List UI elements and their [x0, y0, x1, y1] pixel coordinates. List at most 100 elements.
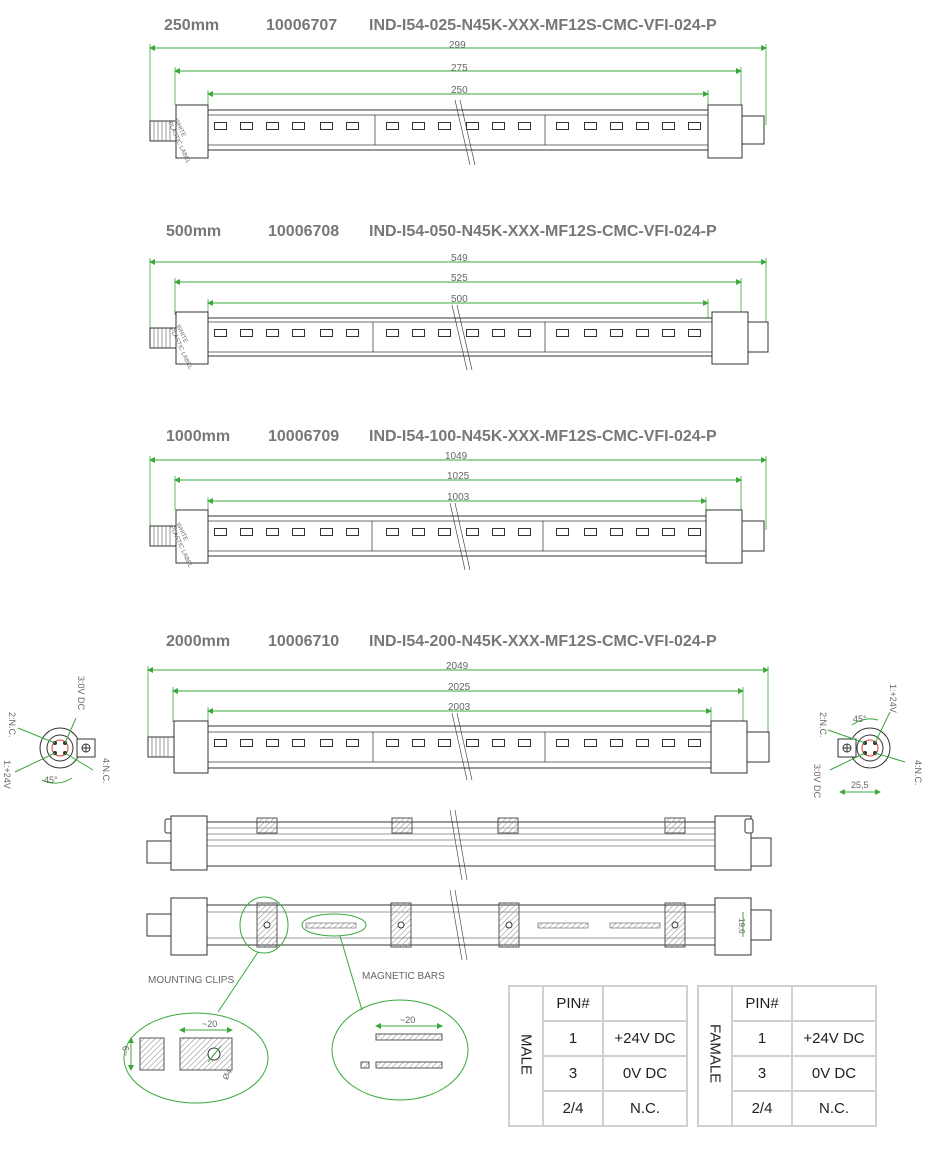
led-segment	[438, 122, 451, 130]
led-segment	[636, 528, 649, 536]
bar-variant-2000	[147, 666, 770, 781]
led-segment	[636, 122, 649, 130]
title-500-part: IND-I54-050-N45K-XXX-MF12S-CMC-VFI-024-P	[369, 223, 717, 240]
led-segment	[438, 528, 451, 536]
led-segment	[346, 329, 359, 337]
led-segment	[412, 329, 425, 337]
led-segment	[412, 528, 425, 536]
led-segment	[662, 739, 675, 747]
left-pin1-label: 1:+24V	[2, 760, 12, 789]
female-header: PIN#	[731, 985, 793, 1022]
led-segment	[518, 528, 531, 536]
led-segment	[214, 329, 227, 337]
male-pin: 1	[542, 1020, 604, 1057]
led-segment	[662, 329, 675, 337]
led-segment	[466, 329, 479, 337]
magnetic-bars-title: MAGNETIC BARS	[362, 971, 445, 982]
female-value: N.C.	[791, 1090, 877, 1127]
dim-1000-body: 1025	[447, 471, 470, 482]
male-pin: 2/4	[542, 1090, 604, 1127]
led-segment	[240, 122, 253, 130]
bar-side-view	[146, 809, 772, 881]
dim-500-led: 500	[451, 294, 468, 305]
led-segment	[466, 739, 479, 747]
title-500-code: 10006708	[268, 223, 340, 240]
led-segment	[346, 739, 359, 747]
title-1000-code: 10006709	[268, 428, 340, 445]
led-segment	[240, 739, 253, 747]
led-segment	[556, 122, 569, 130]
led-segment	[240, 329, 253, 337]
led-segment	[518, 329, 531, 337]
right-connector-view	[827, 711, 906, 795]
title-250-code: 10006707	[266, 17, 338, 34]
led-segment	[584, 528, 597, 536]
female-header-blank	[791, 985, 877, 1022]
dim-250-overall: 299	[449, 40, 466, 51]
bar-variant-250	[149, 44, 767, 166]
led-segment	[688, 122, 701, 130]
led-segment	[610, 739, 623, 747]
led-segment	[610, 528, 623, 536]
led-segment	[386, 329, 399, 337]
led-segment	[292, 329, 305, 337]
led-segment	[386, 528, 399, 536]
led-segment	[266, 739, 279, 747]
mounting-clips-d1: ~20	[202, 1019, 218, 1029]
led-segment	[610, 329, 623, 337]
led-segment	[386, 739, 399, 747]
led-segment	[320, 739, 333, 747]
left-pin2-label: 2:N.C.	[7, 712, 17, 738]
dim-500-overall: 549	[451, 253, 468, 264]
left-pin4-label: 4:N.C.	[101, 758, 111, 784]
bar-variant-500	[149, 258, 769, 371]
mounting-clip-detail	[123, 1012, 269, 1104]
dim-1000-led: 1003	[447, 492, 470, 503]
male-value: N.C.	[602, 1090, 688, 1127]
led-segment	[556, 329, 569, 337]
led-segment	[266, 528, 279, 536]
led-segment	[662, 528, 675, 536]
led-segment	[214, 739, 227, 747]
title-2000-part: IND-I54-200-N45K-XXX-MF12S-CMC-VFI-024-P	[369, 633, 717, 650]
male-value: 0V DC	[602, 1055, 688, 1092]
dim-2000-body: 2025	[448, 682, 471, 693]
led-segment	[292, 122, 305, 130]
magnetic-bars-d1: ~20	[400, 1015, 416, 1025]
led-segment	[556, 739, 569, 747]
led-segment	[688, 329, 701, 337]
led-segment	[438, 329, 451, 337]
dim-250-led: 250	[451, 85, 468, 96]
title-500-length: 500mm	[166, 223, 222, 240]
led-segment	[266, 329, 279, 337]
led-segment	[320, 528, 333, 536]
male-header-blank	[602, 985, 688, 1022]
led-segment	[438, 739, 451, 747]
magnetic-bar-detail	[331, 999, 469, 1101]
dim-2000-overall: 2049	[446, 661, 469, 672]
left-connector-view	[14, 717, 96, 784]
mounting-clips-title: MOUNTING CLIPS	[148, 975, 235, 986]
title-2000-length: 2000mm	[166, 633, 231, 650]
dim-250-body: 275	[451, 63, 468, 74]
led-segment	[636, 329, 649, 337]
dim-500-body: 525	[451, 273, 468, 284]
female-value: 0V DC	[791, 1055, 877, 1092]
led-segment	[386, 122, 399, 130]
mounting-clips-d2: ~9	[121, 1045, 132, 1057]
led-segment	[214, 528, 227, 536]
title-250-length: 250mm	[164, 17, 220, 34]
title-2000-code: 10006710	[268, 633, 340, 650]
left-angle-label: 45°	[44, 775, 58, 785]
title-250-part: IND-I54-025-N45K-XXX-MF12S-CMC-VFI-024-P	[369, 17, 717, 34]
led-segment	[214, 122, 227, 130]
led-segment	[584, 122, 597, 130]
right-pin1-label: 1:+24V	[888, 684, 898, 713]
led-segment	[466, 122, 479, 130]
led-segment	[584, 329, 597, 337]
led-segment	[492, 739, 505, 747]
female-pin: 2/4	[731, 1090, 793, 1127]
